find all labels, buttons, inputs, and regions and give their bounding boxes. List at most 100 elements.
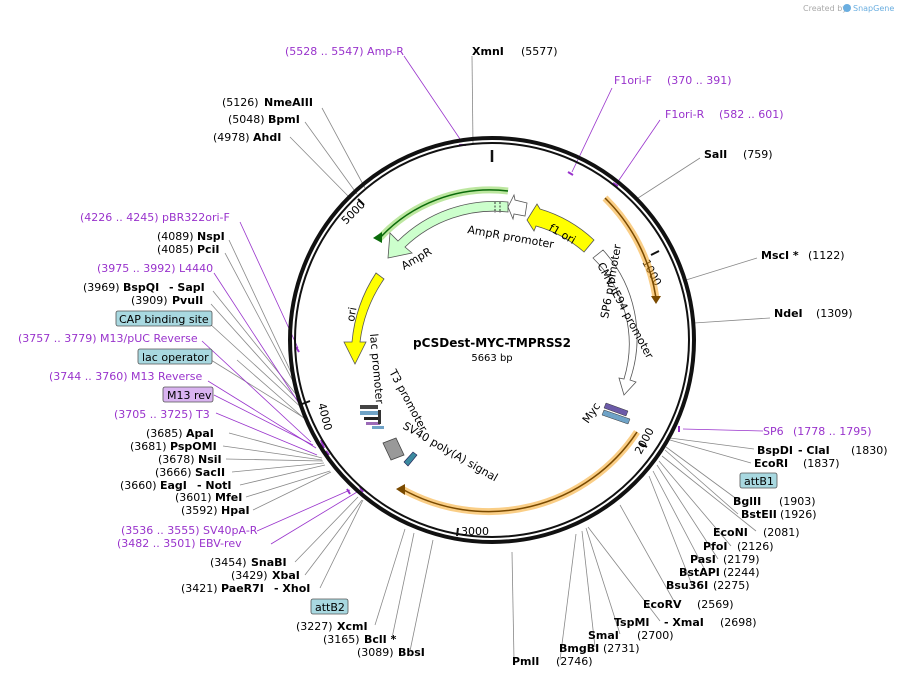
primer-amp-r: (5528 .. 5547) Amp-R — [285, 45, 404, 58]
enzyme-sali: SalI — [704, 148, 727, 161]
enzyme-pfoi-pos: (2126) — [737, 540, 774, 553]
lac-region-marks — [360, 405, 384, 429]
enzyme-bpmi: BpmI — [268, 113, 300, 126]
orf-arc-2 — [401, 431, 638, 513]
primer-ebv-rev: (3482 .. 3501) EBV-rev — [117, 537, 242, 550]
primer-f1ori-f-pos: (370 .. 391) — [667, 74, 732, 87]
enzyme-bpmi-pos: (5048) — [228, 113, 265, 126]
enzyme-pcii: PciI — [197, 243, 219, 256]
enzyme-eagi: EagI — [160, 479, 187, 492]
enzyme-xcmi: XcmI — [337, 620, 368, 633]
enzyme-paer7i: PaeR7I — [221, 582, 264, 595]
enzyme-bstapi: BstAPI — [679, 566, 720, 579]
enzyme-nsii: NsiI — [198, 453, 222, 466]
tick-3000: 3000 — [461, 525, 489, 538]
enzyme-econi-pos: (2081) — [763, 526, 800, 539]
enzyme-pasi-pos: (2179) — [723, 553, 760, 566]
enzyme-bsteii-pos: (1926) — [780, 508, 817, 521]
enzyme-ahdi-pos: (4978) — [213, 131, 250, 144]
tick-4000: 4000 — [315, 402, 334, 432]
enzyme-ahdi: AhdI — [253, 131, 281, 144]
lac-promoter-label: lac promoter — [367, 333, 386, 405]
enzyme-pspomi-pos: (3681) — [130, 440, 167, 453]
enzyme-bspdi: BspDI — [757, 444, 793, 457]
enzyme-nspi-pos: (4089) — [157, 230, 194, 243]
enzyme-hpai: HpaI — [221, 504, 250, 517]
ori-label: ori — [344, 306, 359, 322]
enzyme-leader-lines — [208, 55, 771, 661]
primer-m13-reverse: (3744 .. 3760) M13 Reverse — [49, 370, 202, 383]
backbone-inner — [294, 142, 690, 538]
plasmid-name: pCSDest-MYC-TMPRSS2 — [413, 336, 571, 350]
m13-rev-label: M13 rev — [167, 389, 212, 402]
enzyme-bsu36i-pos: (2275) — [713, 579, 750, 592]
enzyme-hpai-pos: (3592) — [181, 504, 218, 517]
watermark-brand: SnapGene — [853, 4, 894, 13]
enzyme-pvuii: PvuII — [172, 294, 203, 307]
primer-f1ori-f: F1ori-F — [614, 74, 652, 87]
enzyme-smai: SmaI — [588, 629, 619, 642]
orf-arrowhead-2 — [396, 484, 405, 495]
m13-rev-box — [162, 386, 214, 403]
enzyme-paer7i-pos: (3421) — [181, 582, 218, 595]
enzyme-bspqi-pos: (3969) — [83, 281, 120, 294]
enzyme-xmai: - XmaI — [664, 616, 704, 629]
enzyme-pfoi: PfoI — [703, 540, 728, 553]
enzyme-nsii-pos: (3678) — [158, 453, 195, 466]
enzyme-bglii-pos: (1903) — [779, 495, 816, 508]
enzyme-econi: EcoNI — [713, 526, 748, 539]
myc-tag-mark — [601, 409, 631, 425]
sv40-small-feature — [403, 451, 418, 467]
scale-ticks — [301, 198, 660, 537]
primer-pbr322ori-f: (4226 .. 4245) pBR322ori-F — [80, 211, 230, 224]
sv40-polya-feature — [382, 437, 405, 461]
ampr-arc — [377, 189, 509, 241]
cap-binding-site-box — [115, 310, 213, 327]
enzyme-sali-pos: (759) — [743, 148, 773, 161]
enzyme-ecorv-pos: (2569) — [697, 598, 734, 611]
attb1-label: attB1 — [744, 475, 774, 488]
enzyme-sacii: SacII — [195, 466, 225, 479]
enzyme-sacii-pos: (3666) — [155, 466, 192, 479]
enzyme-bbsi-pos: (3089) — [357, 646, 394, 659]
attb2-label: attB2 — [315, 601, 345, 614]
enzyme-bcli-pos: (3165) — [323, 633, 360, 646]
enzyme-ecori-pos: (1837) — [803, 457, 840, 470]
enzyme-pcii-pos: (4085) — [157, 243, 194, 256]
enzyme-tspmi: TspMI — [614, 616, 650, 629]
enzyme-nmeaiii: NmeAIII — [264, 96, 313, 109]
enzyme-msci-pos: (1122) — [808, 249, 845, 262]
ampr-feature — [387, 201, 509, 259]
enzyme-smai-pos: (2700) — [637, 629, 674, 642]
orf-arc-1 — [604, 197, 657, 299]
myc-label: Myc — [580, 400, 603, 426]
enzyme-ecorv: EcoRV — [643, 598, 682, 611]
sv40-label: SV40 poly(A) signal — [401, 419, 501, 484]
enzyme-snabi: SnaBI — [251, 556, 287, 569]
enzyme-mfei: MfeI — [215, 491, 242, 504]
enzyme-bspdi-pos: (1830) — [851, 444, 888, 457]
enzyme-pspomi: PspOMI — [170, 440, 217, 453]
enzyme-apai: ApaI — [186, 427, 214, 440]
plasmid-length: 5663 bp — [471, 353, 512, 364]
primer-sp6: SP6 — [763, 425, 784, 438]
enzyme-msci: MscI * — [761, 249, 799, 262]
cap-binding-site-label: CAP binding site — [119, 313, 209, 326]
enzyme-bsu36i: Bsu36I — [666, 579, 708, 592]
enzyme-ndei-pos: (1309) — [816, 307, 853, 320]
enzyme-bmgbi-pos: (2731) — [603, 642, 640, 655]
enzyme-mfei-pos: (3601) — [175, 491, 212, 504]
cmv-promoter-feature — [592, 249, 638, 396]
enzyme-bstapi-pos: (2244) — [723, 566, 760, 579]
primer-f1ori-r-pos: (582 .. 601) — [719, 108, 784, 121]
enzyme-eagi-pos: (3660) — [120, 479, 157, 492]
enzyme-snabi-pos: (3454) — [210, 556, 247, 569]
ampr-arc-arrowhead — [373, 232, 382, 243]
enzyme-bbsi: BbsI — [398, 646, 425, 659]
snapgene-logo-icon — [843, 4, 851, 12]
attb1-box — [739, 472, 778, 489]
enzyme-ecori: EcoRI — [754, 457, 788, 470]
enzyme-noti: - NotI — [197, 479, 232, 492]
